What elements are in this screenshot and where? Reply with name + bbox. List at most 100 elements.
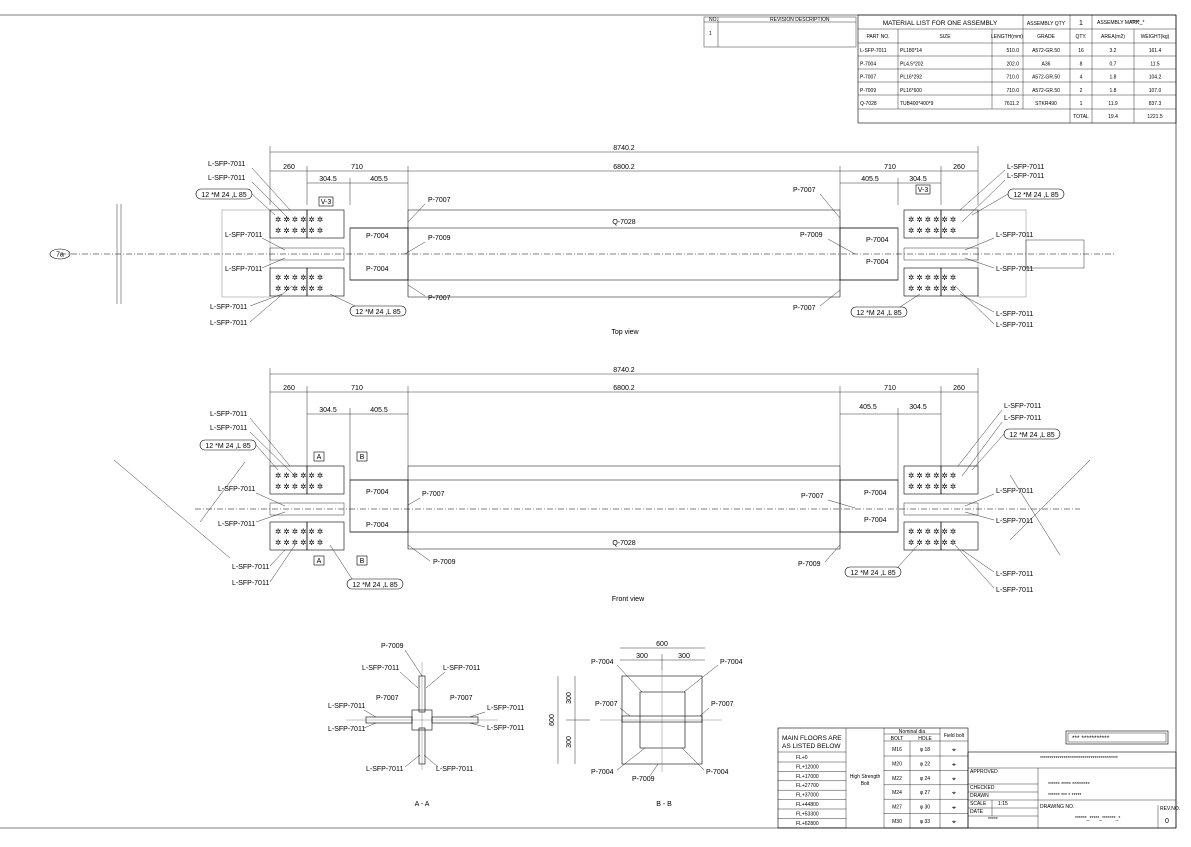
callout-sfp: L-SFP-7011	[436, 766, 473, 773]
floor-level: FL+27700	[796, 783, 819, 789]
svg-text:✲ ✲ ✲ ✲ ✲ ✲: ✲ ✲ ✲ ✲ ✲ ✲	[275, 215, 324, 224]
floors-bolt-table: MAIN FLOORS ARE AS LISTED BELOW FL+0FL+1…	[777, 727, 969, 829]
material-list-header: GRADE	[1037, 34, 1055, 40]
scale-label: SCALE	[970, 801, 987, 807]
material-list-cell: 3.2	[1110, 48, 1117, 54]
svg-text:✲ ✲ ✲ ✲ ✲ ✲: ✲ ✲ ✲ ✲ ✲ ✲	[275, 284, 324, 293]
dim-260: 260	[953, 164, 965, 171]
callout-p7009: P-7009	[632, 776, 655, 783]
material-list-cell: 710.0	[1006, 88, 1019, 94]
callout-sfp: L-SFP-7011	[208, 175, 245, 182]
material-list-cell: 837.3	[1149, 101, 1162, 107]
title-block: *** *********** ************************…	[967, 730, 1180, 829]
material-list-cell: P-7004	[860, 61, 876, 67]
date-label: DATE	[970, 809, 984, 815]
material-list-cell: 7611.2	[1004, 101, 1019, 107]
floor-level: FL+17000	[796, 774, 819, 780]
dim-405: 405.5	[370, 176, 388, 183]
material-list-cell: 1.8	[1110, 88, 1117, 94]
svg-text:✲ ✲ ✲ ✲ ✲ ✲: ✲ ✲ ✲ ✲ ✲ ✲	[275, 482, 324, 491]
callout-p7007: P-7007	[711, 701, 734, 708]
floors-title-2: AS LISTED BELOW	[782, 743, 841, 750]
field-bolt-symbol-icon: ⌖	[952, 805, 956, 812]
callout-sfp: L-SFP-7011	[1004, 403, 1041, 410]
dim-304: 304.5	[319, 176, 337, 183]
bolt-note: 12 *M 24 ,L 85	[1009, 432, 1054, 439]
bolt-size: M24	[892, 790, 902, 796]
grid-bubble-7a: 7a	[56, 252, 64, 259]
section-bb-title: B - B	[656, 801, 672, 808]
dim-304: 304.5	[909, 404, 927, 411]
callout-p7004: P-7004	[591, 769, 614, 776]
drawing-title-2: ****** *** * *****	[1048, 793, 1081, 799]
field-bolt-symbol-icon: ⌖	[952, 790, 956, 797]
callout-p7007: P-7007	[422, 491, 445, 498]
rev-no: 0	[1165, 818, 1169, 825]
callout-p7004: P-7004	[366, 489, 389, 496]
bolt-note: 12 *M 24 ,L 85	[355, 309, 400, 316]
dim-710: 710	[351, 385, 363, 392]
svg-text:✲ ✲ ✲ ✲ ✲ ✲: ✲ ✲ ✲ ✲ ✲ ✲	[908, 226, 957, 235]
top-dim-overall: 8740.2	[613, 145, 635, 152]
floor-list: FL+0FL+12000FL+17000FL+27700FL+37000FL+4…	[778, 755, 846, 828]
callout-sfp: L-SFP-7011	[443, 665, 480, 672]
project-name: *** ***********	[1072, 735, 1110, 742]
total-label: TOTAL	[1073, 114, 1089, 120]
svg-text:✲ ✲ ✲ ✲ ✲ ✲: ✲ ✲ ✲ ✲ ✲ ✲	[908, 273, 957, 282]
drawing-no: ******_*****_*******_*	[1075, 816, 1120, 822]
material-list-cell: 0.7	[1110, 61, 1117, 67]
callout-sfp: L-SFP-7011	[996, 232, 1033, 239]
callout-sfp: L-SFP-7011	[996, 518, 1033, 525]
assembly-qty-label: ASSEMBLY QTY	[1027, 21, 1066, 27]
callout-p7007: P-7007	[376, 695, 399, 702]
callout-sfp: L-SFP-7011	[328, 726, 365, 733]
front-dim-overall: 8740.2	[613, 367, 635, 374]
assembly-qty: 1	[1079, 20, 1083, 27]
callout-sfp: L-SFP-7011	[996, 488, 1033, 495]
total-weight: 1221.5	[1147, 114, 1163, 120]
callout-sfp: L-SFP-7011	[996, 266, 1033, 273]
material-list-cell: 2	[1080, 88, 1083, 94]
callout-p7007: P-7007	[595, 701, 618, 708]
material-list-cell: 161.4	[1149, 48, 1162, 54]
top-view-title: Top view	[611, 329, 639, 336]
material-list-cell: P-7007	[860, 75, 876, 81]
field-bolt-symbol-icon: ⌖	[952, 776, 956, 783]
hole-col: HOLE	[918, 736, 932, 742]
material-list-title: MATERIAL LIST FOR ONE ASSEMBLY	[883, 20, 998, 27]
hole-size: φ 30	[920, 805, 930, 811]
dim-260: 260	[953, 385, 965, 392]
rev-row-no: 1	[709, 31, 712, 37]
bolt-size: M20	[892, 761, 902, 767]
hole-size: φ 18	[920, 747, 930, 753]
dim-260: 260	[283, 385, 295, 392]
material-list-header: SIZE	[939, 34, 951, 40]
material-list-cell: PL16*292	[900, 75, 922, 81]
bolt-note: 12 *M 24 ,L 85	[205, 443, 250, 450]
callout-p7007: P-7007	[801, 493, 824, 500]
bolt-note: 12 *M 24 ,L 85	[1013, 192, 1058, 199]
callout-p7007: P-7007	[793, 305, 816, 312]
callout-p7004: P-7004	[366, 233, 389, 240]
svg-text:✲ ✲ ✲ ✲ ✲ ✲: ✲ ✲ ✲ ✲ ✲ ✲	[908, 538, 957, 547]
floor-level: FL+12000	[796, 764, 819, 770]
section-mark-b: B	[360, 558, 365, 565]
material-list-header: LENGTH(mm)	[991, 34, 1023, 40]
hole-size: φ 24	[920, 776, 930, 782]
dim-300: 300	[678, 653, 690, 660]
material-list-cell: Q-7028	[860, 101, 877, 107]
bolt-note: 12 *M 24 ,L 85	[856, 310, 901, 317]
callout-sfp: L-SFP-7011	[996, 311, 1033, 318]
callout-p7004: P-7004	[720, 659, 743, 666]
svg-text:✲ ✲ ✲ ✲ ✲ ✲: ✲ ✲ ✲ ✲ ✲ ✲	[275, 273, 324, 282]
material-list-cell: 510.0	[1006, 48, 1019, 54]
svg-text:✲ ✲ ✲ ✲ ✲ ✲: ✲ ✲ ✲ ✲ ✲ ✲	[275, 527, 324, 536]
material-list-cell: PL180*14	[900, 48, 922, 54]
dim-260: 260	[283, 164, 295, 171]
dim-6800: 6800.2	[613, 164, 635, 171]
callout-sfp: L-SFP-7011	[1007, 173, 1044, 180]
dim-600: 600	[656, 641, 668, 648]
top-view-bolts: ✲ ✲ ✲ ✲ ✲ ✲ ✲ ✲ ✲ ✲ ✲ ✲ ✲ ✲ ✲ ✲ ✲ ✲ ✲ ✲ …	[275, 215, 957, 293]
